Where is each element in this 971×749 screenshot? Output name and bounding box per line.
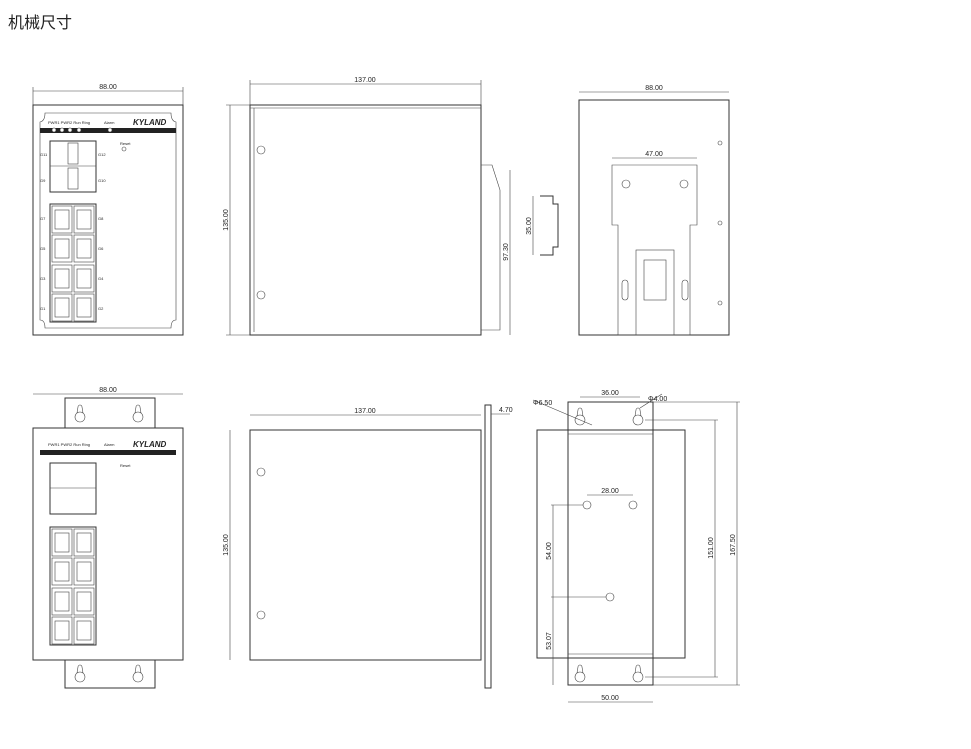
dimension-label: G11 [40,152,48,157]
dimension-label: 151.00 [708,537,715,559]
dimension-label: Alarm [104,442,115,447]
dimension-label: 135.00 [223,209,230,231]
front-view: 88.00 PWR1 PWR2 Run Ring Alarm KYLAND Re… [32,84,184,336]
dimension-label: 137.00 [354,408,376,415]
din-clip [611,164,698,336]
din-clip [481,164,501,331]
dimension-label: G4 [98,276,104,281]
sfp-block [49,140,97,193]
mount-flange [484,404,492,689]
dimension-label: G5 [40,246,46,251]
side-view-wall-mount: 137.00 135.00 4.70 [223,404,513,689]
dimension-label: 54.00 [546,542,553,560]
dimension-label: 137.00 [354,77,376,84]
logo: KYLAND [133,118,167,127]
din-rail-profile: 35.00 [526,195,559,256]
wall-mount-view: 36.00 Φ6.50 Φ4.00 28.00 54.00 53.07 151.… [532,390,740,703]
reset-label: Reset [120,141,131,146]
dimension-label: G7 [40,216,46,221]
dimension-label: G12 [98,152,106,157]
dimension-label: G8 [98,216,104,221]
dimension-label: G9 [40,178,46,183]
dimension-label: G6 [98,246,104,251]
dimension-label: 53.07 [546,632,553,650]
front-view-wall-mount: 88.00 PWR1 PWR2 Run Ring Alarm KYLAND Re… [32,387,184,689]
dimension-label: 88.00 [99,387,117,394]
reset-button [121,146,127,152]
page-title: 机械尺寸 [8,15,73,32]
dimension-label: 97.30 [503,243,510,261]
width-dim: 88.00 [99,84,117,91]
rj45-block [49,203,97,323]
dimension-label: Φ6.50 [533,400,552,407]
dimension-label: 4.70 [499,407,513,414]
dimension-label: KYLAND [133,440,167,449]
dimension-label: G2 [98,306,104,311]
dimension-label: 135.00 [223,534,230,556]
dimension-label: 50.00 [601,695,619,702]
led-labels: PWR1 PWR2 Run Ring [48,120,90,125]
dimension-label: Φ4.00 [648,396,667,403]
dimension-label: 47.00 [645,151,663,158]
side-view: 137.00 135.00 97.30 [223,77,511,336]
dimension-label: G10 [98,178,106,183]
dimension-label: 35.00 [526,217,533,235]
dimension-label: G3 [40,276,46,281]
dimension-label: 167.50 [730,534,737,556]
dimension-label: 28.00 [601,488,619,495]
dimension-label: 36.00 [601,390,619,397]
dimension-label: Reset [120,463,131,468]
alarm-label: Alarm [104,120,115,125]
dimension-label: 88.00 [645,85,663,92]
dimension-label: G1 [40,306,46,311]
dimension-label: PWR1 PWR2 Run Ring [48,442,90,447]
back-view: 88.00 47.00 [578,85,730,336]
